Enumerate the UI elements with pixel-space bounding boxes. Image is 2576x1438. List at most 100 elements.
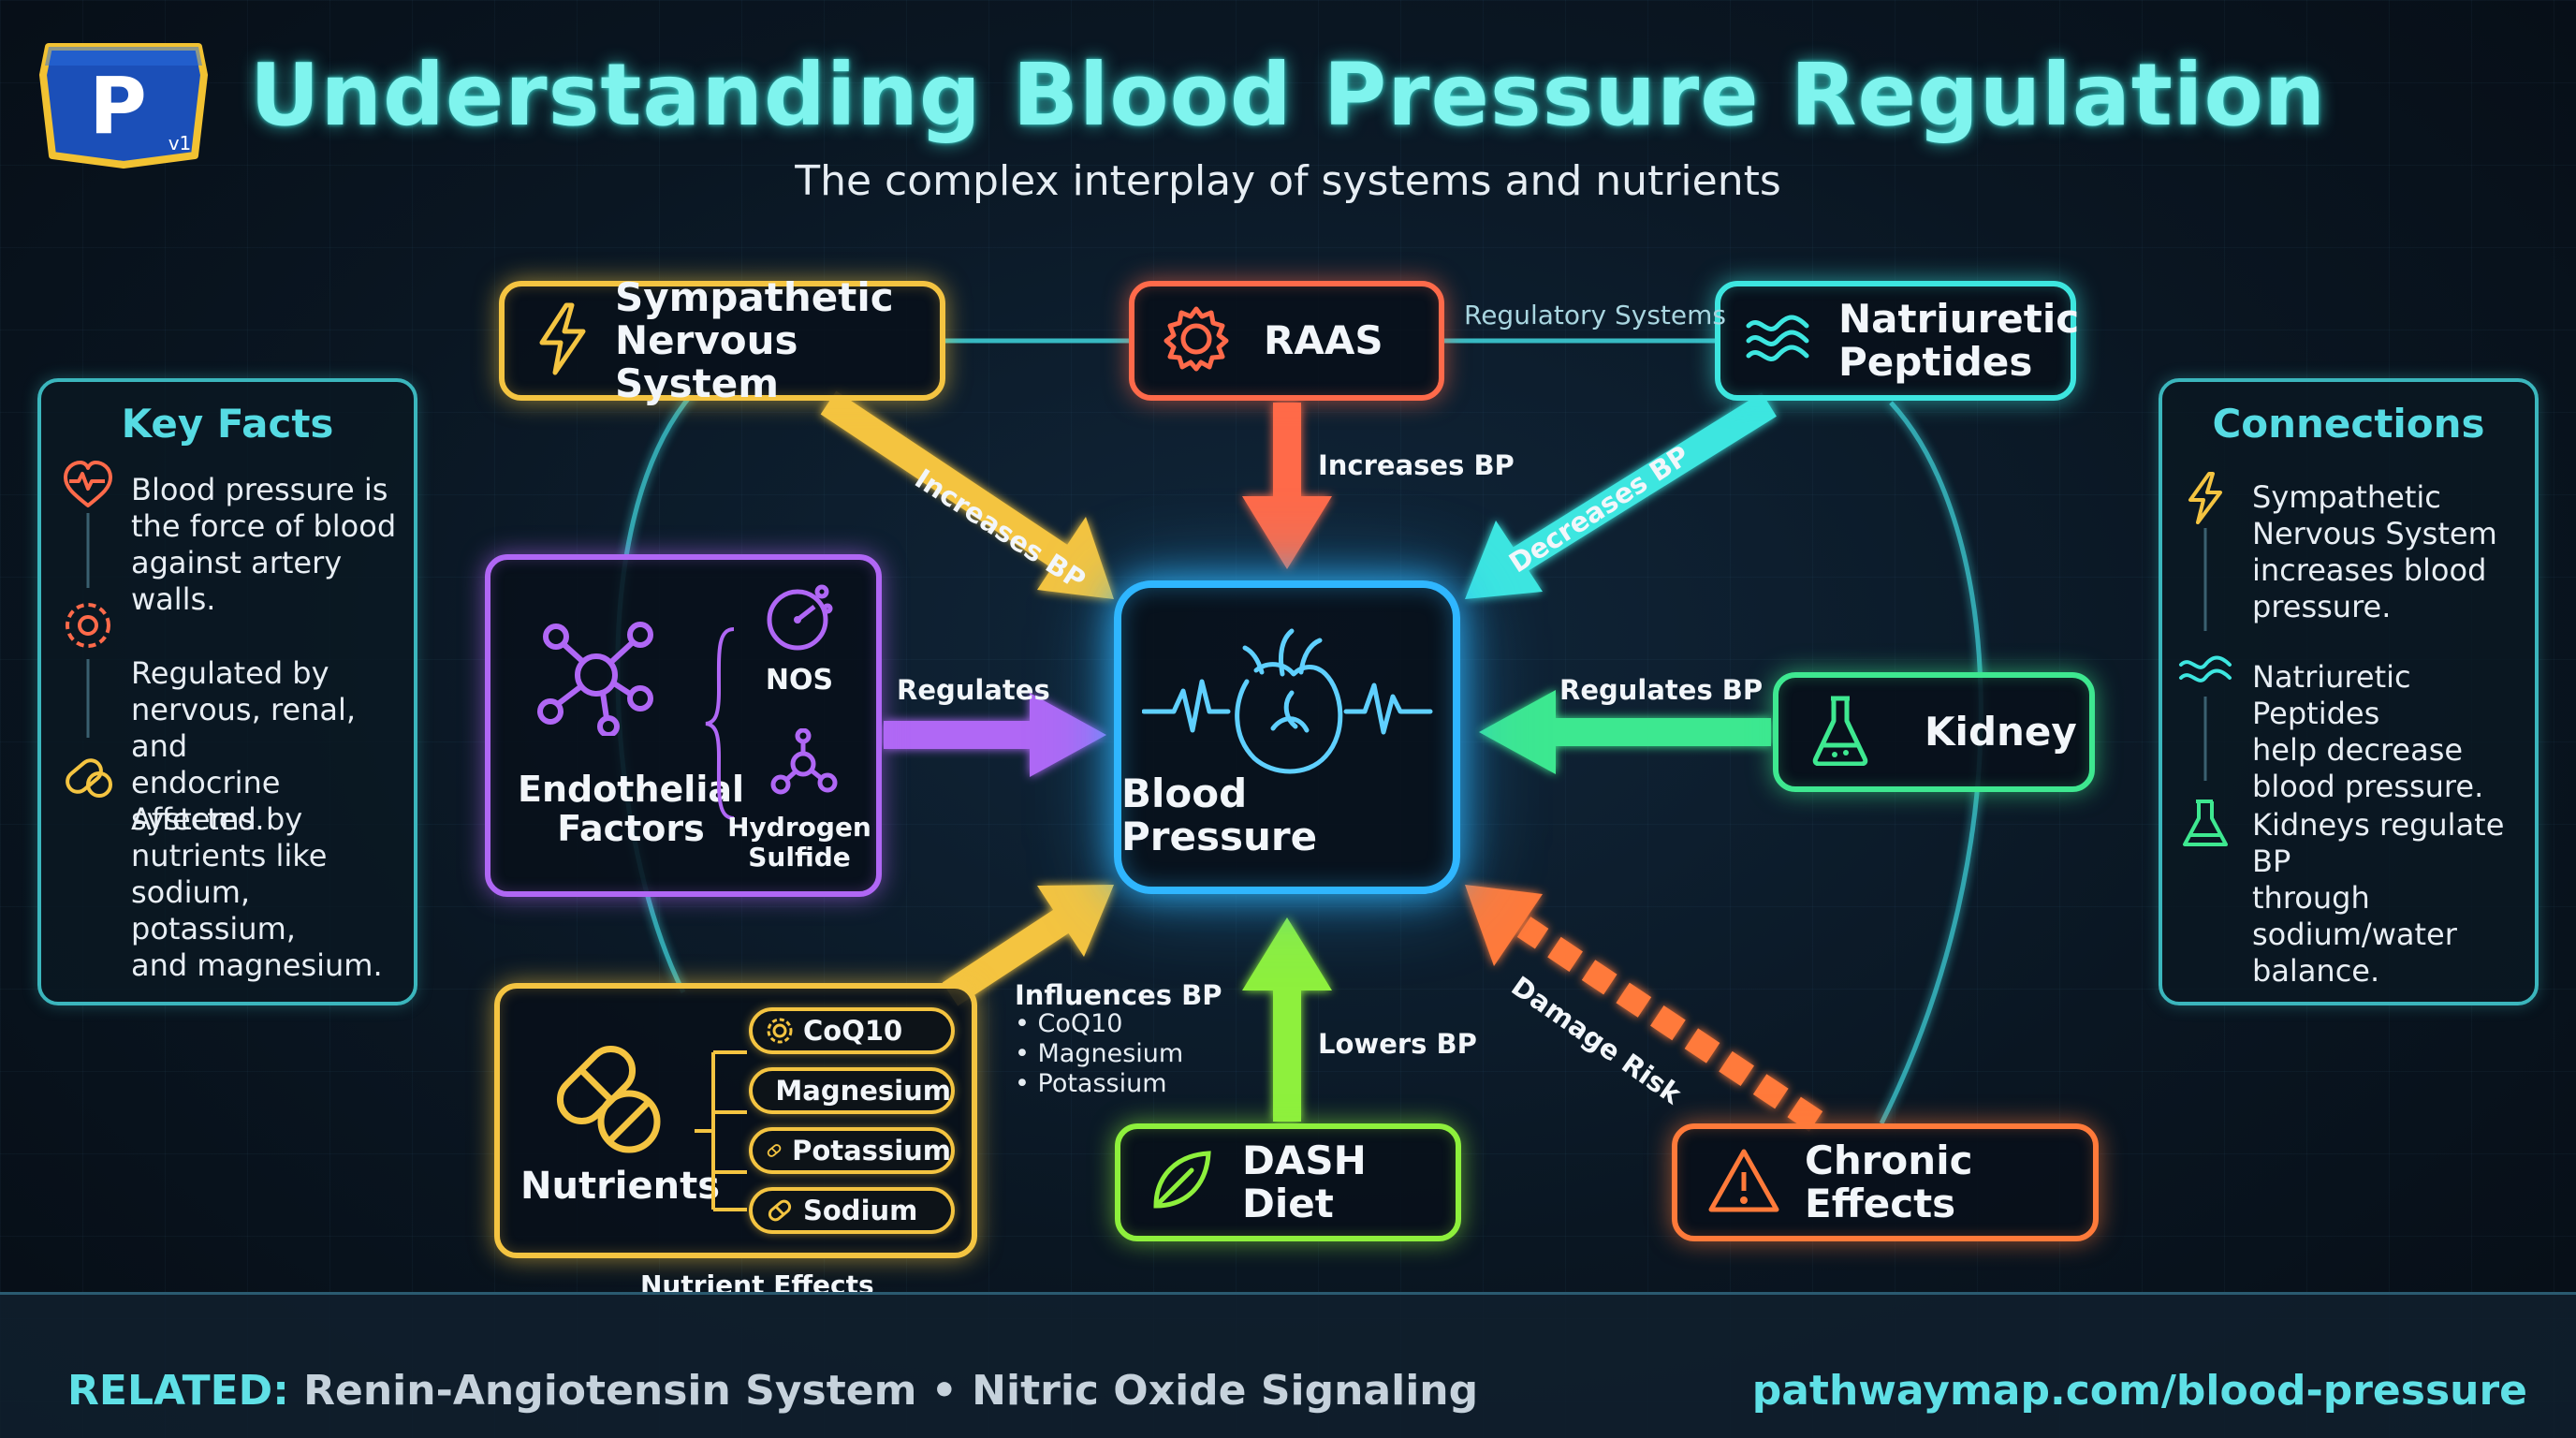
nutrient-bullet: • Potassium	[1015, 1069, 1167, 1098]
key-fact-2: Regulated by nervous, renal, and endocri…	[131, 655, 414, 838]
gear-icon	[767, 1018, 793, 1044]
related-text[interactable]: Renin-Angiotensin System • Nitric Oxide …	[288, 1367, 1479, 1415]
pill-icon	[547, 1037, 668, 1163]
fact-line: Affected by	[131, 801, 303, 837]
dash-label: DASH Diet	[1242, 1137, 1367, 1226]
connection-line: sodium/water	[2252, 917, 2457, 952]
node-raas[interactable]: RAAS	[1129, 281, 1444, 401]
connection-line: Nervous System	[2252, 516, 2497, 551]
connection-line: Sympathetic	[2252, 479, 2441, 515]
pill-icon	[66, 758, 112, 798]
connection-line: pressure.	[2252, 589, 2392, 624]
logo-letter: P	[89, 60, 147, 152]
nos-label: NOS	[765, 664, 834, 697]
connection-2: Natriuretic Peptides help decrease blood…	[2252, 659, 2535, 805]
node-endothelial[interactable]: Endothelial Factors NOS Hydrogen Sulfide	[485, 554, 882, 897]
connection-line: blood pressure.	[2252, 769, 2484, 804]
chronic-label: Chronic Effects	[1805, 1137, 1973, 1226]
fact-line: sodium, potassium,	[131, 874, 296, 946]
natriuretic-line2: Peptides	[1838, 339, 2033, 385]
node-natriuretic[interactable]: Natriuretic Peptides	[1715, 281, 2080, 401]
nutrient-item-label: Magnesium	[775, 1075, 951, 1107]
nutrient-pill-potassium[interactable]: Potassium	[749, 1127, 955, 1174]
gear-icon	[1161, 303, 1232, 378]
footer-url[interactable]: pathwaymap.com/blood-pressure	[1751, 1367, 2527, 1415]
heart-pulse-icon	[1141, 625, 1434, 788]
lightning-icon	[2188, 472, 2222, 524]
fact-line: endocrine systems.	[131, 765, 281, 837]
nutrient-item-label: CoQ10	[803, 1015, 903, 1047]
nutrient-bullet: • CoQ10	[1015, 1009, 1123, 1038]
connection-3: Kidneys regulate BP through sodium/water…	[2252, 807, 2535, 990]
logo-version: v1	[168, 132, 192, 154]
related-links[interactable]: RELATED: Renin-Angiotensin System • Nitr…	[67, 1367, 1478, 1415]
stopwatch-icon	[762, 579, 837, 657]
node-dash-diet[interactable]: DASH Diet	[1115, 1123, 1461, 1241]
fact-line: Regulated by	[131, 655, 329, 691]
nutrient-item-label: Potassium	[792, 1135, 951, 1167]
regulatory-systems-label: Regulatory Systems	[1464, 300, 1726, 330]
capsule-icon	[767, 1144, 782, 1157]
key-facts-panel: Key Facts Blood pressure is the force of…	[37, 378, 417, 1005]
nutrient-tree-lines	[695, 1028, 751, 1238]
fact-line: nutrients like	[131, 838, 328, 873]
bracket	[702, 625, 739, 826]
nutrient-pill-sodium[interactable]: Sodium	[749, 1187, 955, 1234]
wave-icon	[2179, 655, 2232, 682]
connection-1: Sympathetic Nervous System increases blo…	[2252, 479, 2497, 625]
nutrient-bullet: • Magnesium	[1015, 1039, 1184, 1068]
h2s-line2: Sulfide	[748, 842, 851, 873]
arrow-raas	[1242, 403, 1332, 569]
arrow-natriuretic	[1465, 392, 1777, 599]
connections-panel: Connections Sympathetic Nervous System i…	[2159, 378, 2539, 1005]
nutrient-pill-coq10[interactable]: CoQ10	[749, 1007, 955, 1054]
edge-label-kidney: Regulates BP	[1559, 674, 1764, 706]
endothelial-line2: Factors	[557, 808, 705, 849]
lightning-icon	[536, 301, 589, 380]
arrow-endothelial	[884, 693, 1106, 777]
fact-line: and magnesium.	[131, 947, 383, 983]
node-kidney[interactable]: Kidney	[1773, 672, 2095, 792]
edge-label-raas: Increases BP	[1318, 449, 1515, 481]
capsule-icon	[768, 1199, 792, 1222]
molecule-icon	[535, 614, 657, 740]
node-sympathetic[interactable]: Sympathetic Nervous System	[499, 276, 945, 405]
key-fact-3: Affected by nutrients like sodium, potas…	[131, 801, 414, 984]
natriuretic-line1: Natriuretic	[1838, 296, 2080, 342]
warning-icon	[1707, 1148, 1780, 1217]
related-label: RELATED:	[67, 1367, 289, 1415]
key-fact-1: Blood pressure is the force of blood aga…	[131, 472, 396, 618]
endothelial-line1: Endothelial	[517, 769, 745, 810]
flask-icon	[1810, 695, 1870, 770]
nutrient-pill-magnesium[interactable]: Magnesium	[749, 1067, 955, 1114]
node-chronic-effects[interactable]: Chronic Effects	[1672, 1123, 2099, 1241]
page-title: Understanding Blood Pressure Regulation	[249, 45, 2327, 145]
leaf-icon	[1149, 1148, 1214, 1217]
edge-label-nutrients: Influences BP	[1015, 979, 1222, 1011]
connections-icons	[2179, 472, 2232, 846]
edge-label-endothelial: Regulates	[897, 674, 1050, 706]
fact-line: nervous, renal, and	[131, 692, 357, 764]
sympathetic-line1: Sympathetic	[615, 274, 894, 320]
logo: P v1	[37, 37, 210, 169]
arrow-kidney	[1479, 690, 1771, 774]
key-facts-title: Key Facts	[121, 401, 334, 447]
page-subtitle: The complex interplay of systems and nut…	[795, 157, 1781, 205]
node-blood-pressure[interactable]: Blood Pressure	[1114, 580, 1460, 894]
nutrient-item-label: Sodium	[803, 1195, 918, 1226]
nutrients-label: Nutrients	[520, 1165, 721, 1208]
edge-label-dash: Lowers BP	[1318, 1028, 1477, 1060]
fact-line: Blood pressure is	[131, 472, 388, 507]
arrow-sns	[820, 390, 1114, 599]
key-facts-icons	[64, 461, 112, 798]
blood-pressure-label: Blood Pressure	[1121, 770, 1318, 859]
connection-line: Kidneys regulate BP	[2252, 807, 2505, 879]
raas-label: RAAS	[1264, 317, 1383, 363]
connection-line: help decrease	[2252, 732, 2464, 768]
gear-icon	[66, 603, 110, 648]
wave-icon	[1745, 313, 1810, 369]
fact-line: against artery	[131, 545, 343, 580]
heart-pulse-icon	[64, 461, 112, 507]
connection-line: increases blood	[2252, 552, 2487, 588]
